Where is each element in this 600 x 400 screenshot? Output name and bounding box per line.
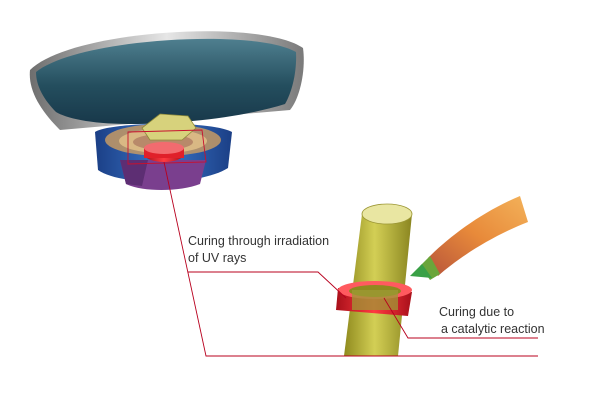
cutaway-outline — [127, 129, 207, 165]
tube-neck — [420, 256, 440, 280]
adhesive-tube-icon — [410, 196, 528, 280]
leader-catalytic — [383, 297, 538, 339]
speaker-adhesive-top — [144, 142, 184, 154]
speaker-cone — [36, 38, 297, 124]
dust-cap — [141, 113, 197, 141]
uv-label-line1: Curing through irradiation — [188, 234, 330, 248]
cylinder-rod-icon — [336, 203, 413, 356]
speaker-cutaway-icon — [29, 31, 304, 190]
tube-body — [428, 196, 528, 276]
catalytic-curing-label: Curing due to a catalytic reaction — [439, 304, 545, 338]
uv-label-line2: of UV rays — [188, 251, 247, 265]
rod-adhesive-gap — [352, 290, 398, 310]
rod-top — [361, 203, 413, 225]
magnet-slice — [120, 160, 148, 186]
uv-curing-label: Curing through irradiation of UV rays — [188, 233, 329, 267]
leader-uv-rod — [188, 271, 347, 299]
catalytic-label-line1: Curing due to — [439, 305, 515, 319]
nozzle-tip — [410, 264, 432, 278]
leader-uv-speaker — [163, 161, 538, 357]
leader-lines — [163, 161, 538, 357]
catalytic-label-line2: a catalytic reaction — [441, 322, 545, 336]
